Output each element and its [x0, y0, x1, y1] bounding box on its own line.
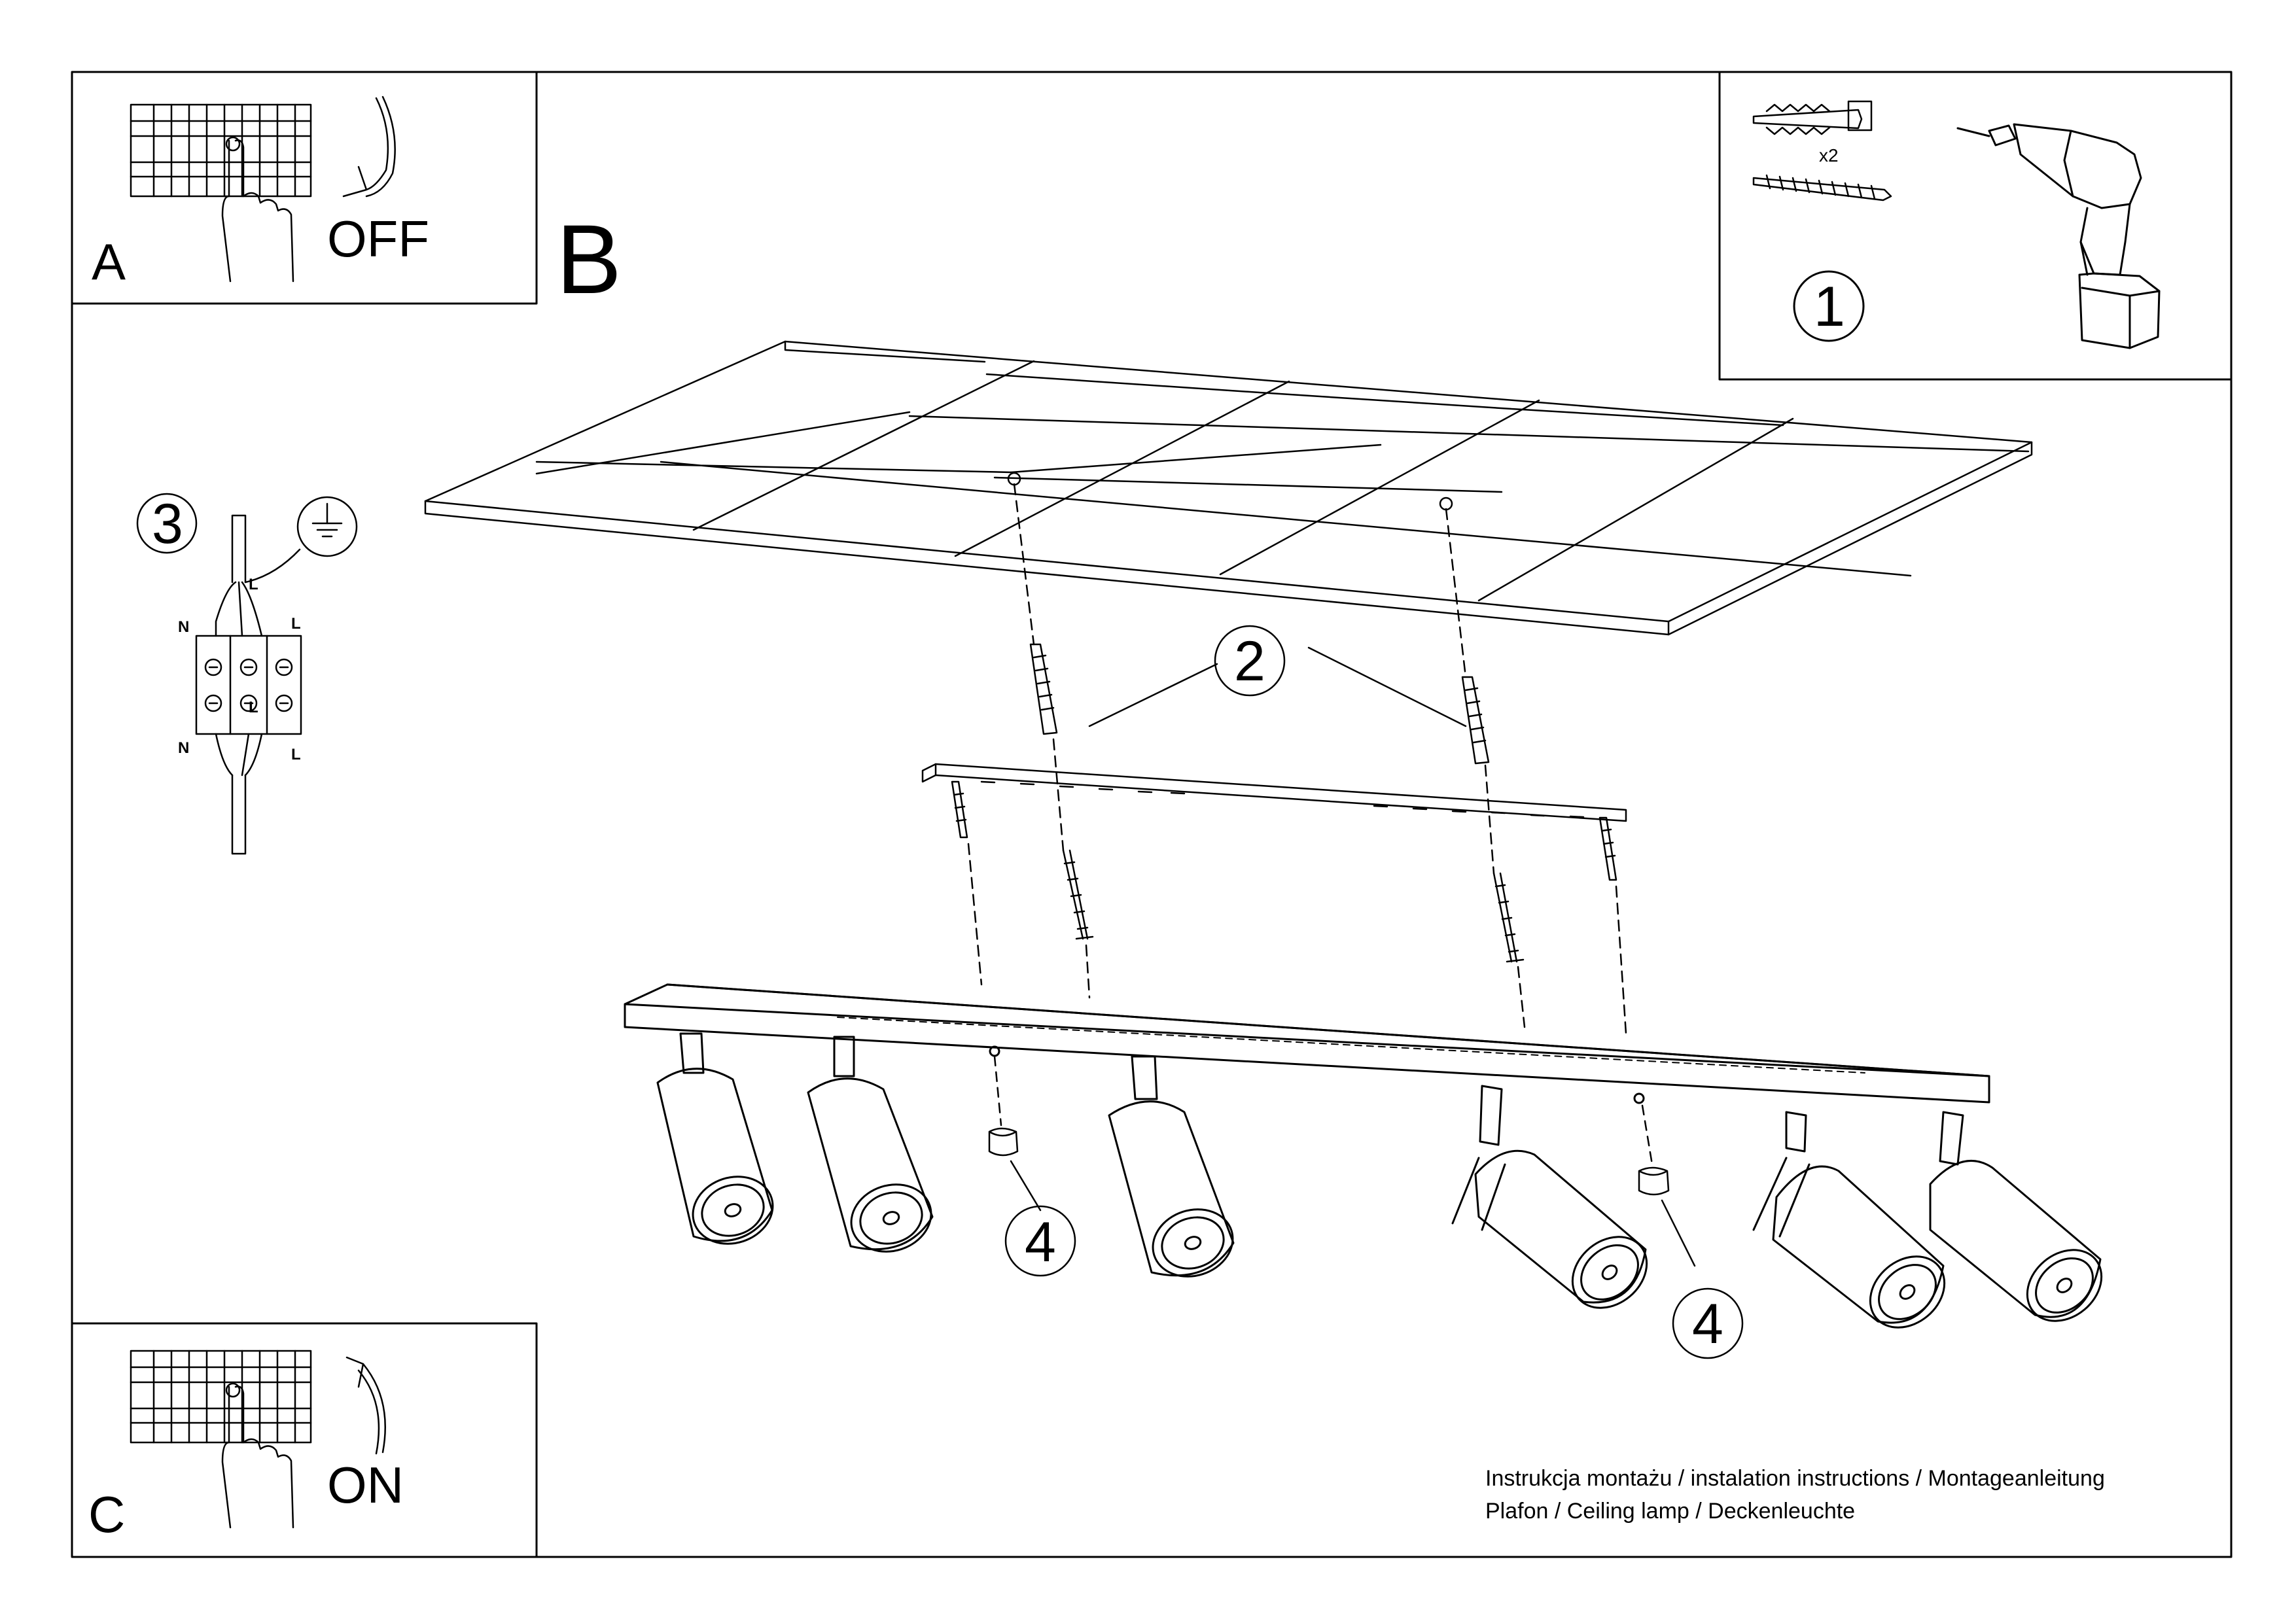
panel-a-frame — [71, 71, 538, 305]
spotlight-1 — [656, 1032, 774, 1245]
arrow-up-icon — [345, 1356, 386, 1455]
ground-symbol-icon — [296, 496, 358, 557]
breaker-box-on-icon — [130, 1350, 312, 1444]
caps — [988, 625, 1744, 1359]
tools-quantity: x2 — [1819, 145, 1839, 166]
wiring-label-l-top: L — [249, 576, 258, 593]
spotlight-2 — [807, 1036, 934, 1253]
panel-c-letter: C — [88, 1486, 126, 1543]
wiring-label-n-top: N — [178, 618, 190, 636]
footer-line-1: Instrukcja montażu / instalation instruc… — [1485, 1466, 2105, 1491]
screw-left — [1062, 849, 1094, 940]
screw-icon — [1752, 174, 1892, 201]
panel-b-letter: B — [556, 204, 622, 314]
step-4-circle-left — [1004, 1205, 1076, 1277]
spotlights — [656, 1032, 2103, 1329]
panel-c-frame — [71, 1322, 538, 1558]
wall-anchor-icon — [1752, 100, 1873, 135]
step-4-circle-right — [1672, 1287, 1744, 1359]
hand-on-icon — [221, 1386, 294, 1529]
step-4-number-right: 4 — [1692, 1293, 1723, 1355]
spotlight-5 — [1752, 1111, 1946, 1329]
outer-frame — [71, 71, 2233, 1558]
panel-a-letter: A — [92, 233, 126, 290]
spotlight-3 — [1108, 1055, 1235, 1278]
wiring-label-l-right: L — [291, 615, 301, 633]
cap-right — [1638, 1166, 1670, 1196]
wiring-label-n-bottom: N — [178, 739, 190, 757]
step-3-circle — [136, 493, 198, 554]
step-2-number: 2 — [1234, 630, 1265, 693]
anchors-and-screws — [967, 483, 1627, 1035]
anchor-right — [1461, 676, 1490, 765]
terminal-block — [195, 635, 302, 735]
ceiling-hole-right — [1439, 497, 1453, 511]
ceiling-tiles — [424, 340, 2033, 636]
spotlight-6 — [1929, 1111, 2103, 1322]
bracket-bolt-left — [951, 780, 968, 839]
breaker-box-icon — [130, 103, 312, 198]
step-1-circle — [1793, 270, 1865, 342]
spotlight-4 — [1451, 1085, 1648, 1309]
anchor-left — [1029, 643, 1058, 735]
cap-left — [988, 1127, 1019, 1157]
tools-frame — [1718, 71, 2233, 381]
screw-right — [1492, 872, 1525, 963]
step-1-number: 1 — [1814, 275, 1845, 338]
step-2-circle — [1214, 625, 1286, 697]
wiring-label-l-middle: L — [249, 699, 258, 716]
bracket-bolt-right — [1598, 816, 1617, 881]
lamp-base-bar — [624, 983, 1990, 1104]
step-3-number: 3 — [152, 493, 183, 555]
wiring-label-l-bottom: L — [291, 746, 301, 763]
step-4-number-left: 4 — [1025, 1211, 1056, 1274]
footer-line-2: Plafon / Ceiling lamp / Deckenleuchte — [1485, 1499, 1856, 1524]
drill-icon — [1956, 123, 2161, 349]
wiring-diagram — [136, 493, 358, 855]
panel-a-state: OFF — [327, 210, 429, 268]
mounting-bracket — [921, 763, 1627, 881]
hand-icon — [221, 139, 294, 283]
panel-c-state: ON — [327, 1456, 404, 1514]
arrow-down-icon — [342, 96, 396, 198]
